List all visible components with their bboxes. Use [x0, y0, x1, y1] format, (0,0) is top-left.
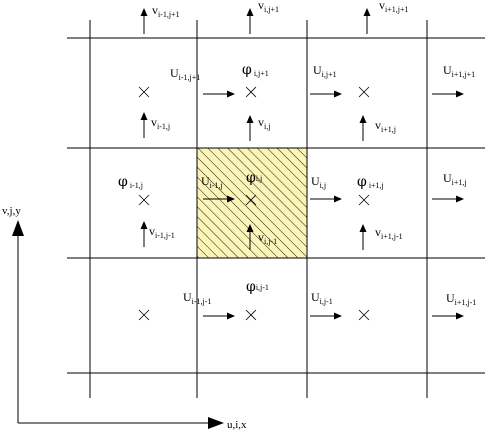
cross-marker — [358, 194, 370, 206]
x-axis-label: u,i,x — [227, 419, 247, 431]
v-label: vi+1,j-1 — [375, 225, 403, 241]
v-arrow — [359, 224, 367, 250]
cross-marker — [138, 309, 150, 321]
v-arrow — [246, 224, 254, 250]
u-label: Ui,j+1 — [313, 63, 337, 79]
phi-label: φi,j-1 — [246, 279, 269, 295]
u-arrow — [310, 312, 342, 320]
cross-marker — [245, 194, 257, 206]
labels: vi-1,j+1 vi,j+1 vi+1,j+1 Ui-1,j+1 φ i,j+… — [2, 0, 476, 431]
cross-marker — [358, 309, 370, 321]
v-label: vi,j — [258, 115, 270, 131]
u-arrow — [432, 195, 464, 203]
u-label: Ui,j — [311, 174, 326, 190]
cross-marker — [138, 194, 150, 206]
v-label: vi-1,j — [151, 115, 170, 131]
phi-label: φ i-1,j — [118, 174, 143, 190]
cross-marker — [245, 86, 257, 98]
grid-lines — [67, 20, 485, 398]
coordinate-axes — [12, 220, 224, 429]
phi-label: φ i,j+1 — [242, 62, 269, 78]
v-label: vi-1,j-1 — [149, 224, 175, 240]
v-arrow — [140, 112, 148, 138]
v-label: vi+1,j+1 — [379, 0, 408, 14]
u-label: Ui,j-1 — [311, 290, 333, 306]
v-arrows — [140, 8, 371, 250]
cross-marker — [245, 309, 257, 321]
phi-label: φ i+1,j — [357, 174, 384, 190]
u-label: Ui+1,j-1 — [446, 291, 476, 307]
u-arrow — [432, 312, 464, 320]
u-arrow — [310, 90, 342, 98]
u-arrows — [203, 90, 464, 320]
u-label: Ui+1,j — [443, 171, 467, 187]
u-arrow — [203, 195, 235, 203]
v-arrow — [246, 115, 254, 141]
u-label: Ui-1,j — [201, 174, 223, 190]
u-arrow — [203, 90, 235, 98]
cell-centers — [138, 86, 370, 321]
u-label: Ui-1,j+1 — [170, 66, 200, 82]
v-arrow — [363, 8, 371, 34]
central-cell-highlight — [196, 147, 308, 259]
phi-label: φi,j — [246, 170, 262, 186]
y-axis-label: v,j,y — [2, 205, 21, 217]
v-arrow — [140, 8, 148, 34]
v-arrow — [246, 8, 254, 34]
u-label: Ui-1,j-1 — [183, 290, 211, 306]
v-arrow — [359, 115, 367, 141]
v-label: vi-1,j+1 — [152, 3, 180, 19]
x-axis-arrowhead — [208, 417, 224, 429]
v-label: vi+1,j — [375, 118, 396, 134]
u-arrow — [203, 312, 235, 320]
u-arrow — [310, 195, 342, 203]
u-label: Ui+1,j+1 — [443, 63, 475, 79]
v-label: vi,j+1 — [258, 0, 279, 14]
y-axis-arrowhead — [12, 220, 24, 236]
cross-marker — [358, 86, 370, 98]
cross-marker — [138, 86, 150, 98]
v-label: vi,j-1 — [258, 230, 277, 246]
u-arrow — [432, 90, 464, 98]
v-arrow — [140, 221, 148, 247]
